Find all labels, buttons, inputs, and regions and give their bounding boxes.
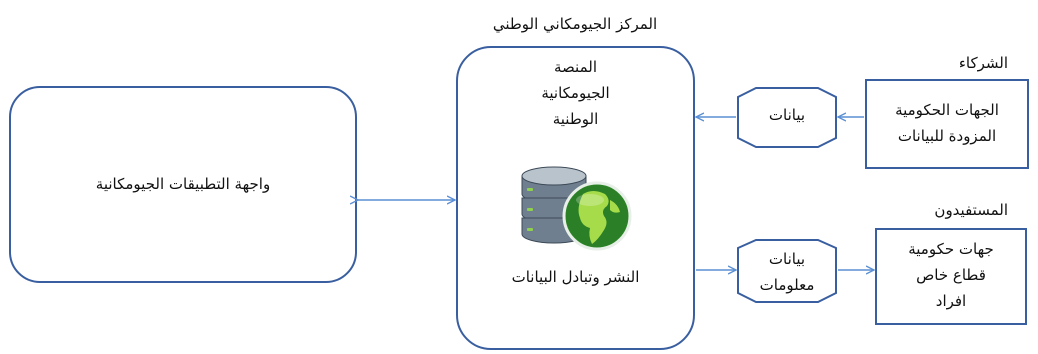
beneficiaries-line-3: افراد bbox=[935, 292, 967, 310]
data-hexagon-label: بيانات bbox=[768, 106, 806, 124]
platform-caption: النشر وتبادل البيانات bbox=[511, 268, 640, 286]
partners-box bbox=[865, 79, 1029, 169]
partners-line-1: الجهات الحكومية bbox=[895, 101, 999, 119]
database-globe-icon bbox=[521, 166, 632, 251]
applications-interface-box bbox=[9, 86, 357, 283]
beneficiaries-box bbox=[875, 228, 1027, 325]
hexagon-line-1: بيانات bbox=[768, 250, 806, 268]
hexagon-line-2: معلومات bbox=[759, 276, 815, 294]
platform-line-3: الوطنية bbox=[552, 110, 599, 128]
center-header: المركز الجيومكاني الوطني bbox=[492, 15, 658, 33]
platform-line-2: الجيومكانية bbox=[541, 84, 610, 102]
beneficiaries-line-2: قطاع خاص bbox=[916, 266, 986, 284]
beneficiaries-text: جهات حكومية قطاع خاص افراد bbox=[876, 236, 1026, 314]
beneficiaries-line-1: جهات حكومية bbox=[908, 240, 994, 258]
partners-heading: الشركاء bbox=[958, 54, 1008, 72]
applications-interface-label: واجهة التطبيقات الجيومكانية bbox=[95, 175, 271, 193]
partners-line-2: المزودة للبيانات bbox=[897, 127, 997, 145]
data-hexagon bbox=[737, 87, 837, 148]
data-information-hexagon bbox=[737, 239, 837, 303]
data-information-hexagon-text: بيانات معلومات bbox=[738, 246, 836, 298]
platform-line-1: المنصة bbox=[554, 58, 597, 76]
partners-text: الجهات الحكومية المزودة للبيانات bbox=[866, 97, 1028, 149]
platform-title: المنصة الجيومكانية الوطنية bbox=[457, 54, 694, 132]
beneficiaries-heading: المستفيدون bbox=[934, 201, 1008, 219]
